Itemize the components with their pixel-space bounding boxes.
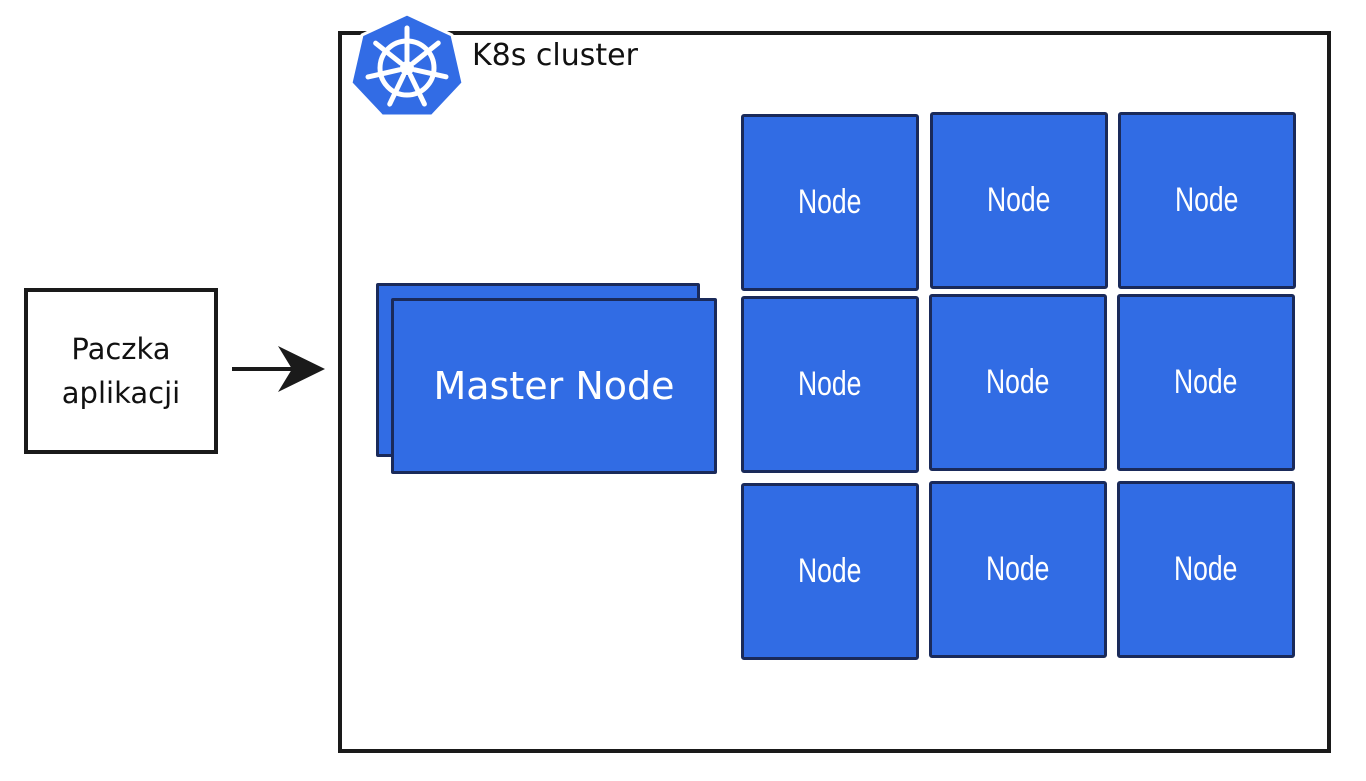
worker-node: Node (930, 112, 1108, 289)
worker-node: Node (929, 294, 1107, 471)
master-node-label: Master Node (433, 364, 675, 408)
node-label: Node (1174, 550, 1238, 588)
node-label: Node (798, 183, 862, 221)
application-package-box: Paczka aplikacji (24, 288, 218, 454)
worker-node: Node (929, 481, 1107, 658)
node-label: Node (798, 365, 862, 403)
worker-node: Node (1117, 481, 1295, 658)
master-node: Master Node (391, 298, 717, 474)
node-label: Node (1175, 181, 1239, 219)
arrow-right-icon (232, 346, 325, 392)
worker-node: Node (741, 114, 919, 291)
worker-node: Node (1118, 112, 1296, 289)
node-label: Node (1174, 363, 1238, 401)
node-label: Node (987, 181, 1051, 219)
worker-node: Node (741, 483, 919, 660)
worker-node: Node (741, 296, 919, 473)
node-label: Node (986, 363, 1050, 401)
worker-node: Node (1117, 294, 1295, 471)
node-label: Node (798, 552, 862, 590)
application-package-label: Paczka aplikacji (61, 332, 181, 410)
kubernetes-helm-icon (349, 12, 465, 118)
cluster-title: K8s cluster (472, 38, 638, 73)
node-label: Node (986, 550, 1050, 588)
